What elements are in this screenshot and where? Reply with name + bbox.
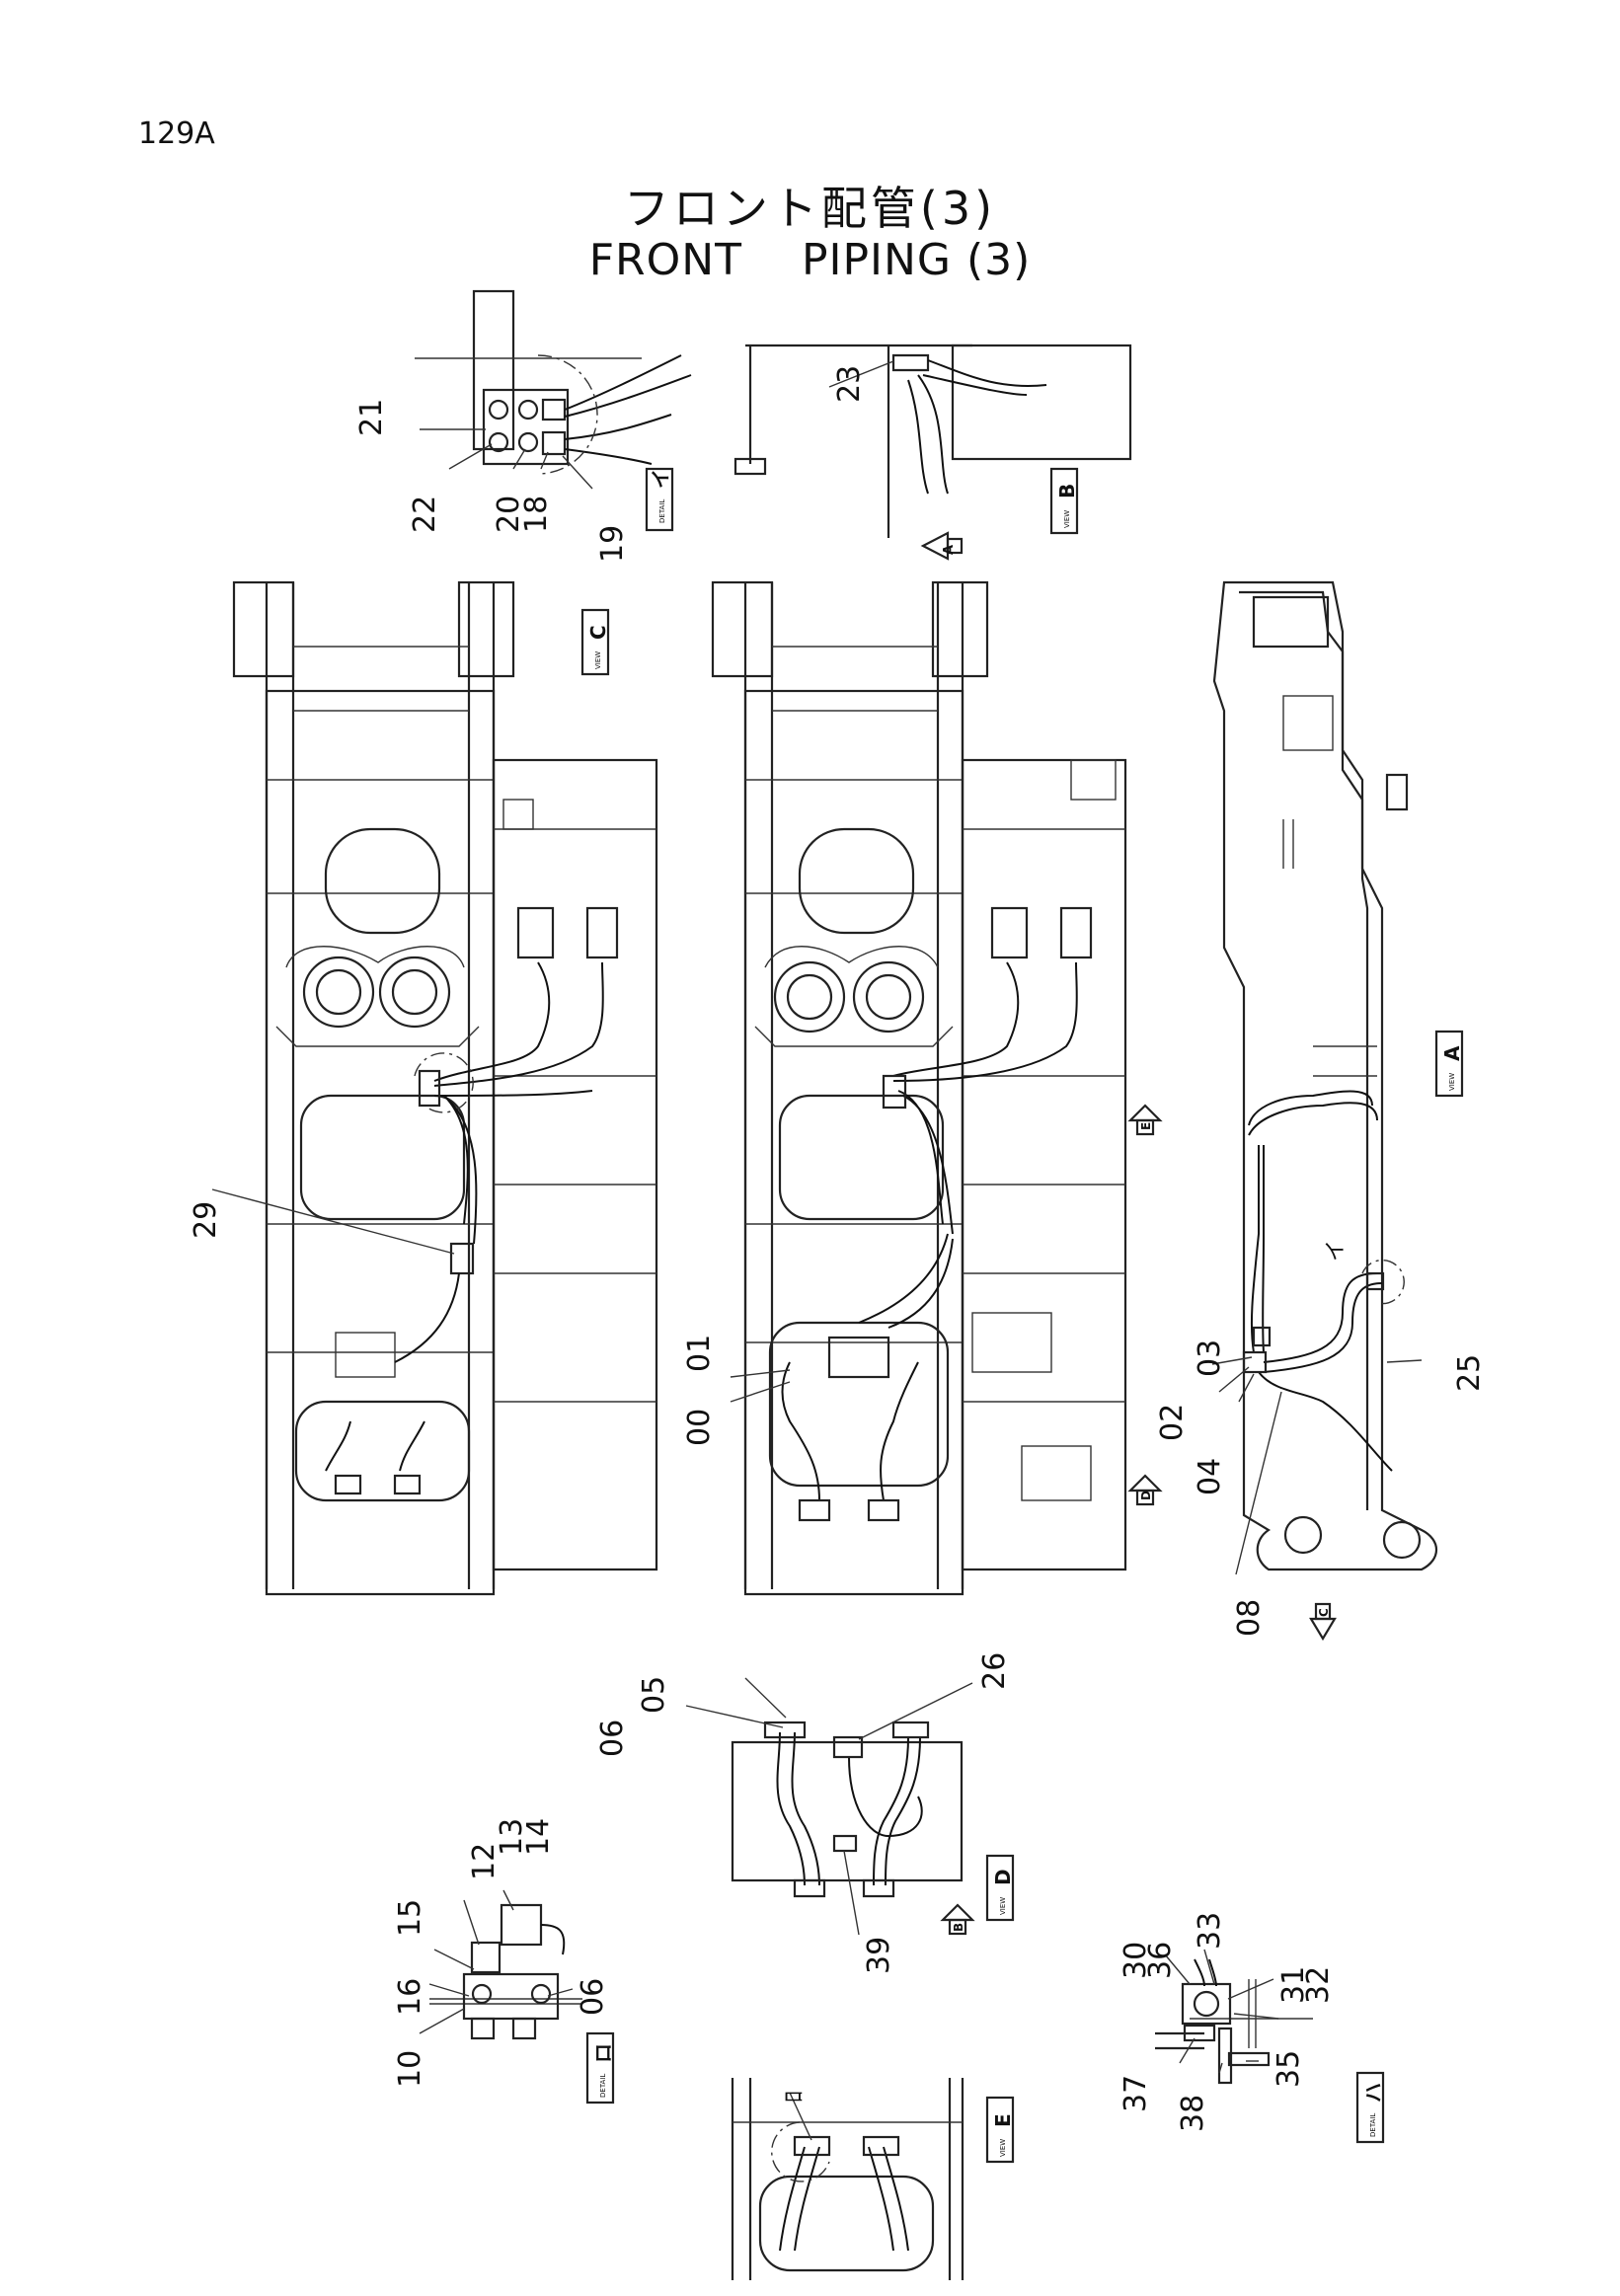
callout-ro-ref: ﾛ [780,2091,808,2103]
title-english: FRONT PIPING (3) [588,235,1032,285]
callout-06-view-d: 06 [595,1720,630,1757]
view-e-tag: VIEW E [985,2096,1015,2164]
view-e-letter: E [991,2113,1015,2127]
arrow-c: C [1309,1602,1337,1642]
view-b-drawing [733,344,1132,538]
callout-37: 37 [1119,2075,1153,2112]
detail-ha-letter: ハ [1361,2083,1385,2103]
callout-16: 16 [393,1978,427,2016]
callout-19: 19 [595,525,630,563]
callout-13: 13 [495,1818,529,1856]
detail-ro-word: DETAIL [599,2074,607,2098]
detail-ro-drawing [419,1889,582,2040]
view-d-word: VIEW [999,1897,1007,1915]
svg-text:B: B [952,1923,965,1932]
callout-04: 04 [1193,1458,1227,1495]
svg-text:E: E [1139,1122,1153,1130]
detail-i-letter: イ [649,469,672,489]
arrow-e: E [1127,1104,1163,1136]
callout-39: 39 [862,1937,896,1974]
view-d-drawing [685,1677,973,1936]
callout-23: 23 [832,365,867,403]
callout-26: 26 [977,1652,1012,1690]
callout-18: 18 [519,496,554,533]
detail-i-drawing [415,289,692,490]
callout-21: 21 [354,399,389,436]
view-a-drawing [1211,580,1437,1575]
view-d-tag: VIEW D [985,1854,1015,1922]
view-b-tag: VIEW B [1049,467,1079,535]
view-c-drawing [211,580,658,1596]
detail-ro-tag: DETAIL ロ [585,2031,615,2105]
callout-12: 12 [467,1843,501,1880]
view-c-word: VIEW [594,651,602,669]
callout-30: 30 [1119,1942,1153,1979]
callout-01: 01 [682,1335,717,1372]
callout-32: 32 [1301,1966,1336,2004]
callout-36: 36 [1143,1942,1178,1979]
callout-20: 20 [492,496,526,533]
view-a-tag: VIEW A [1434,1030,1464,1098]
callout-06-detail-ro: 06 [576,1978,610,2016]
callout-29: 29 [189,1201,223,1239]
detail-ha-word: DETAIL [1369,2113,1377,2137]
svg-text:C: C [1317,1608,1331,1617]
view-b-letter: B [1055,484,1079,498]
detail-ro-letter: ロ [591,2043,615,2063]
callout-25: 25 [1452,1354,1487,1392]
view-e-word: VIEW [999,2139,1007,2157]
callout-03: 03 [1193,1339,1227,1377]
page-number: 129A [138,116,215,151]
view-a-word: VIEW [1448,1073,1456,1091]
callout-35: 35 [1272,2050,1306,2088]
callout-31: 31 [1276,1966,1311,2004]
arrow-d: D [1127,1474,1163,1506]
view-d-letter: D [991,1869,1015,1885]
callout-08: 08 [1232,1599,1267,1637]
detail-i-word: DETAIL [658,499,666,523]
callout-33: 33 [1193,1912,1227,1950]
callout-10: 10 [393,2050,427,2088]
callout-38: 38 [1176,2095,1210,2132]
callout-15: 15 [393,1899,427,1937]
svg-text:D: D [1139,1491,1153,1500]
detail-ha-tag: DETAIL ハ [1355,2071,1385,2144]
callout-00: 00 [682,1409,717,1446]
svg-text:A: A [942,545,957,555]
callout-i-ref: イ [1324,1240,1349,1262]
arrow-a: A [920,531,964,561]
center-frame-drawing [711,580,1127,1596]
view-a-letter: A [1440,1045,1464,1061]
detail-i-tag: DETAIL イ [645,467,674,532]
view-c-letter: C [586,625,610,640]
view-c-tag: VIEW C [580,608,610,676]
callout-14: 14 [521,1818,556,1856]
detail-ha-drawing [1155,1949,1313,2085]
title-japanese: フロント配管(3) [623,182,997,235]
callout-22: 22 [408,496,442,533]
view-b-word: VIEW [1063,510,1071,528]
view-e-drawing [731,2078,964,2280]
callout-05: 05 [637,1676,671,1714]
callout-02: 02 [1155,1404,1190,1441]
arrow-b: B [940,1903,975,1936]
